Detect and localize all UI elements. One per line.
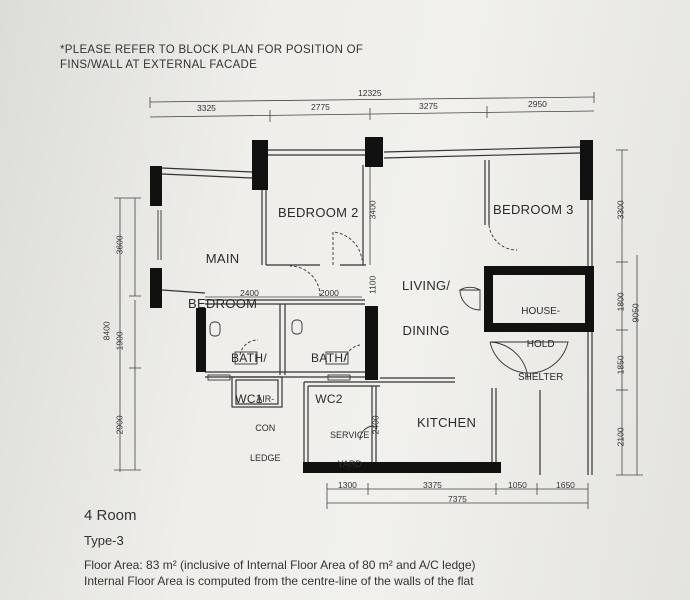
- room-master-bedroom: MAIN BEDROOM: [188, 222, 257, 342]
- floor-area-text: Floor Area: 83 m² (inclusive of Internal…: [84, 558, 476, 572]
- thin-walls: [161, 146, 593, 475]
- structural-walls: [150, 137, 594, 473]
- dim-top-1: 3325: [197, 103, 216, 113]
- dim-bedroom2-depth: 3400: [367, 200, 378, 220]
- room-bedroom-3: BEDROOM 3: [493, 202, 574, 217]
- room-bath-wc1: BATH/ WC1: [231, 324, 267, 434]
- room-living-dining: LIVING/ DINING: [402, 249, 450, 369]
- sanitary-fixtures: [157, 210, 351, 381]
- dim-right-bedroom3: 3300: [615, 200, 626, 220]
- dim-corridor: 1100: [367, 275, 378, 295]
- room-master-line-1: MAIN: [205, 250, 240, 266]
- internal-area-note: Internal Floor Area is computed from the…: [84, 574, 474, 588]
- flat-type-title: 4 Room: [84, 507, 137, 524]
- room-aircon-line-3: LEDGE: [250, 453, 281, 464]
- dim-bath-2: 2000: [320, 288, 339, 298]
- dim-right-total: 9050: [630, 303, 641, 323]
- door-swings: [239, 224, 569, 441]
- room-aircon-line-1: AIR-: [256, 393, 275, 404]
- room-living-line-1: LIVING/: [402, 277, 451, 293]
- dim-left-master: 3600: [114, 235, 125, 255]
- dim-left-bath: 1900: [114, 331, 125, 351]
- room-bath-wc2: BATH/ WC2: [311, 324, 347, 434]
- room-shelter-line-2: HOLD: [526, 339, 555, 350]
- room-bath1-line-2: WC1: [235, 391, 263, 406]
- room-living-line-2: DINING: [402, 322, 450, 338]
- facade-note-line-2: FINS/WALL AT EXTERNAL FACADE: [60, 59, 258, 71]
- dim-bottom-1: 1300: [338, 480, 357, 490]
- dim-top-4: 2950: [528, 99, 547, 109]
- dim-left-ledge: 2900: [114, 415, 125, 435]
- room-bath2-line-2: WC2: [315, 391, 343, 406]
- dim-bottom-total: 7375: [448, 494, 467, 504]
- room-bath1-line-1: BATH/: [231, 350, 267, 365]
- room-bedroom-2: BEDROOM 2: [278, 205, 359, 220]
- facade-note-line-1: *PLEASE REFER TO BLOCK PLAN FOR POSITION…: [60, 44, 364, 56]
- dim-top-2: 2775: [311, 102, 330, 112]
- room-bath2-line-1: BATH/: [311, 350, 347, 365]
- dim-right-door: 1850: [615, 355, 626, 375]
- dim-right-kitchen: 2100: [615, 427, 626, 447]
- room-shelter-line-1: HOUSE-: [521, 306, 561, 317]
- flat-type-subtitle: Type-3: [84, 533, 124, 548]
- dim-left-total: 8400: [101, 321, 112, 341]
- dim-bottom-4: 1650: [556, 480, 575, 490]
- room-master-line-2: BEDROOM: [188, 295, 258, 311]
- room-service-line-2: YARD: [337, 459, 362, 470]
- room-kitchen: KITCHEN: [417, 415, 477, 430]
- room-household-shelter: HOUSE- HOLD SHELTER: [518, 284, 563, 405]
- room-service-yard: SERVICE YARD: [330, 411, 369, 490]
- dim-top-3: 3275: [419, 101, 438, 111]
- dim-bottom-3: 1050: [508, 480, 527, 490]
- dimension-lines: [114, 92, 643, 509]
- room-aircon-line-2: CON: [255, 423, 276, 434]
- dim-bottom-2: 3375: [423, 480, 442, 490]
- room-service-line-1: SERVICE: [330, 429, 370, 440]
- room-aircon-ledge: AIR- CON LEDGE: [250, 375, 281, 484]
- dim-right-shelter: 1800: [615, 292, 626, 312]
- dim-overall-width: 12325: [358, 88, 382, 98]
- dim-service-yard: 2400: [370, 415, 381, 435]
- room-shelter-line-3: SHELTER: [518, 372, 564, 383]
- dim-bath-1: 2400: [240, 288, 259, 298]
